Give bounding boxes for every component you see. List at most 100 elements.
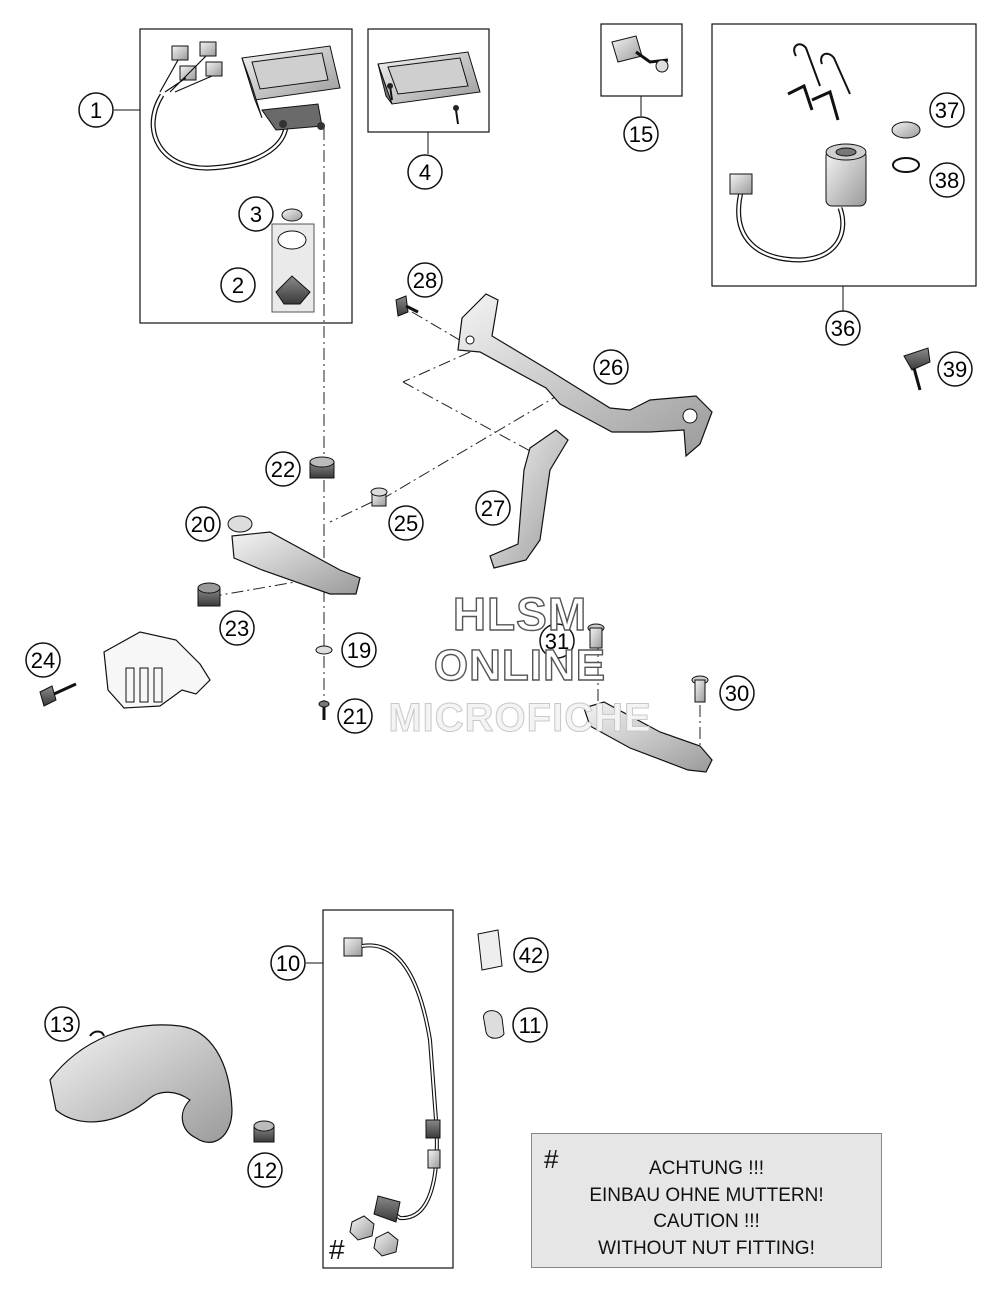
bolt-31	[587, 623, 605, 649]
washer-37	[891, 121, 921, 139]
callout-11[interactable]: 11	[512, 1007, 548, 1043]
group-box-sensor	[322, 909, 454, 1269]
caution-note: # ACHTUNG !!! EINBAU OHNE MUTTERN! CAUTI…	[531, 1133, 882, 1268]
note-line-3: CAUTION !!!	[653, 1211, 760, 1232]
callout-1-number: 1	[90, 98, 102, 123]
callout-25-number: 25	[394, 511, 418, 536]
callout-2[interactable]: 2	[220, 267, 256, 303]
bolt-28	[395, 295, 419, 317]
speedometer-unit	[150, 41, 341, 171]
group-box-lock	[600, 23, 683, 97]
callout-10-number: 10	[276, 951, 300, 976]
holder-20-boss	[227, 515, 253, 533]
callout-3-number: 3	[250, 202, 262, 227]
callout-31-number: 31	[545, 629, 569, 654]
callout-26[interactable]: 26	[593, 349, 629, 385]
callout-15-number: 15	[629, 122, 653, 147]
callout-13[interactable]: 13	[44, 1006, 80, 1042]
callout-38-number: 38	[935, 168, 959, 193]
spare-key	[903, 347, 931, 391]
group-box-speedometer	[139, 28, 353, 324]
note-text: ACHTUNG !!! EINBAU OHNE MUTTERN! CAUTION…	[532, 1156, 881, 1262]
callout-19[interactable]: 19	[341, 632, 377, 668]
seal-part	[281, 208, 303, 222]
callout-28-number: 28	[413, 268, 437, 293]
callout-31[interactable]: 31	[539, 623, 575, 659]
callout-21-number: 21	[343, 704, 367, 729]
callout-12-number: 12	[253, 1158, 277, 1183]
bushing-12	[253, 1120, 275, 1143]
circlip-13	[89, 1030, 105, 1037]
callout-36[interactable]: 36	[825, 310, 861, 346]
callout-27[interactable]: 27	[475, 490, 511, 526]
holder-20	[231, 531, 361, 595]
grommet-22	[309, 456, 335, 479]
ignition-switch	[729, 43, 867, 263]
callout-25[interactable]: 25	[388, 505, 424, 541]
nut-marker: #	[329, 1234, 345, 1265]
callout-15[interactable]: 15	[623, 116, 659, 152]
disc-guard-13	[49, 1024, 233, 1143]
callout-27-number: 27	[481, 496, 505, 521]
nut-b	[373, 1231, 399, 1257]
bracket-hole-a	[465, 335, 475, 345]
bracket-27	[489, 429, 569, 569]
note-line-4: WITHOUT NUT FITTING!	[598, 1237, 815, 1259]
lock-barrel	[611, 35, 669, 73]
holder-lower	[583, 701, 713, 773]
callout-37[interactable]: 37	[929, 92, 965, 128]
callout-3[interactable]: 3	[238, 196, 274, 232]
callout-23-number: 23	[225, 616, 249, 641]
note-line-2: EINBAU OHNE MUTTERN!	[589, 1184, 824, 1206]
callout-19-number: 19	[347, 638, 371, 663]
callout-13-number: 13	[50, 1012, 74, 1037]
callout-37-number: 37	[935, 98, 959, 123]
leader-lines	[114, 96, 844, 964]
callout-22-number: 22	[271, 457, 295, 482]
callout-20[interactable]: 20	[185, 506, 221, 542]
bulb-holder	[271, 223, 315, 313]
note-line-1: ACHTUNG !!!	[648, 1158, 765, 1179]
callout-24[interactable]: 24	[25, 642, 61, 678]
plate-24	[103, 631, 211, 709]
rubber-23	[197, 582, 221, 607]
callout-36-number: 36	[831, 316, 855, 341]
plate-slots	[125, 667, 163, 703]
note-symbol: #	[544, 1144, 559, 1174]
group-box-ignition	[711, 23, 977, 287]
pin-30	[691, 675, 709, 703]
callout-22[interactable]: 22	[265, 451, 301, 487]
callout-23[interactable]: 23	[219, 610, 255, 646]
assembly-lines	[214, 128, 701, 750]
bracket-26	[457, 293, 713, 458]
callout-2-number: 2	[232, 273, 244, 298]
sleeve-25	[370, 487, 388, 507]
callout-42[interactable]: 42	[513, 937, 549, 973]
display-unit	[377, 51, 481, 125]
callout-20-number: 20	[191, 512, 215, 537]
callout-39-number: 39	[943, 357, 967, 382]
callout-28[interactable]: 28	[407, 262, 443, 298]
callout-21[interactable]: 21	[337, 698, 373, 734]
callout-12[interactable]: 12	[247, 1152, 283, 1188]
screw-21	[318, 700, 330, 720]
clip-42	[477, 929, 503, 971]
callout-4[interactable]: 4	[407, 154, 443, 190]
clip-11	[482, 1010, 505, 1039]
callout-10[interactable]: 10	[270, 945, 306, 981]
callout-30-number: 30	[725, 681, 749, 706]
speed-sensor	[343, 937, 441, 1223]
callout-38[interactable]: 38	[929, 162, 965, 198]
callout-24-number: 24	[31, 648, 55, 673]
callout-42-number: 42	[519, 943, 543, 968]
washer-19	[315, 645, 333, 655]
callout-26-number: 26	[599, 355, 623, 380]
callout-39[interactable]: 39	[937, 351, 973, 387]
washer-38	[892, 157, 920, 173]
callout-30[interactable]: 30	[719, 675, 755, 711]
callout-11-number: 11	[519, 1013, 542, 1038]
screw-24	[39, 682, 77, 707]
bracket-hole-b	[682, 408, 698, 424]
callout-1[interactable]: 1	[78, 92, 114, 128]
